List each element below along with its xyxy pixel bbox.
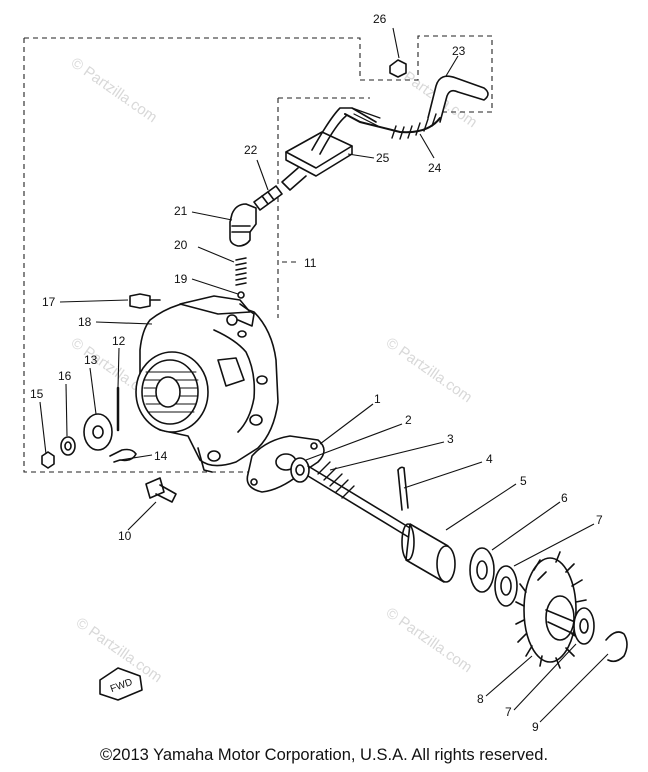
callout-9: 9 <box>532 720 539 734</box>
callout-13: 13 <box>84 353 98 367</box>
callout-5: 5 <box>520 474 527 488</box>
callout-26: 26 <box>373 12 387 26</box>
callout-16: 16 <box>58 369 72 383</box>
washer-6-icon <box>469 547 495 593</box>
parts-drawing <box>41 59 628 701</box>
callout-17: 17 <box>42 295 56 309</box>
washer-7b-icon <box>573 607 595 645</box>
nut-15-icon <box>41 451 55 469</box>
callout-24: 24 <box>428 161 442 175</box>
callout-22: 22 <box>244 143 258 157</box>
worm-shaft-3-icon <box>307 475 411 539</box>
callout-6: 6 <box>561 491 568 505</box>
callout-10: 10 <box>118 529 132 543</box>
washer-16-icon <box>60 436 76 456</box>
nut-26-icon <box>389 59 407 78</box>
callout-25: 25 <box>376 151 390 165</box>
seal-2-icon <box>290 457 310 483</box>
callout-19: 19 <box>174 272 188 286</box>
callout-3: 3 <box>447 432 454 446</box>
ball-19-icon <box>237 291 245 299</box>
callout-1: 1 <box>374 392 381 406</box>
watermark: © Partzilla.com <box>68 54 161 126</box>
washer-7-icon <box>494 565 518 607</box>
copyright-notice: ©2013 Yamaha Motor Corporation, U.S.A. A… <box>99 746 549 764</box>
gear-8-icon <box>515 551 587 669</box>
callout-12: 12 <box>112 334 126 348</box>
callout-14: 14 <box>154 449 168 463</box>
bolt-17-icon <box>129 293 151 309</box>
bolt-10-icon <box>145 477 165 499</box>
fitting-22-icon <box>253 185 283 211</box>
pump-body-icon <box>135 295 279 473</box>
hose-24-icon <box>344 113 441 134</box>
callout-21: 21 <box>174 204 188 218</box>
pipe-23-icon <box>427 75 489 123</box>
elbow-21-icon <box>229 203 257 247</box>
callout-7b: 7 <box>505 705 512 719</box>
watermark: © Partzilla.com <box>383 334 476 406</box>
leader-lines <box>39 27 609 723</box>
callout-4: 4 <box>486 452 493 466</box>
callout-2: 2 <box>405 413 412 427</box>
clip-14-icon <box>109 448 137 463</box>
spring-20-icon <box>235 257 247 286</box>
watermark: © Partzilla.com <box>383 604 476 676</box>
callout-18: 18 <box>78 315 92 329</box>
parts-diagram: © Partzilla.com © Partzilla.com © Partzi… <box>23 12 628 734</box>
fwd-arrow-icon <box>99 667 143 701</box>
callout-15: 15 <box>30 387 44 401</box>
callout-20: 20 <box>174 238 188 252</box>
callout-11: 11 <box>304 256 317 270</box>
pin-4-icon <box>397 467 409 511</box>
callout-8: 8 <box>477 692 484 706</box>
circlip-9-icon <box>605 631 628 663</box>
assembly-outline <box>23 35 493 473</box>
plate-13-icon <box>83 413 113 451</box>
callout-7: 7 <box>596 513 603 527</box>
callout-labels: 26 23 22 25 24 21 20 11 19 17 18 12 13 1… <box>30 12 603 734</box>
callout-23: 23 <box>452 44 466 58</box>
